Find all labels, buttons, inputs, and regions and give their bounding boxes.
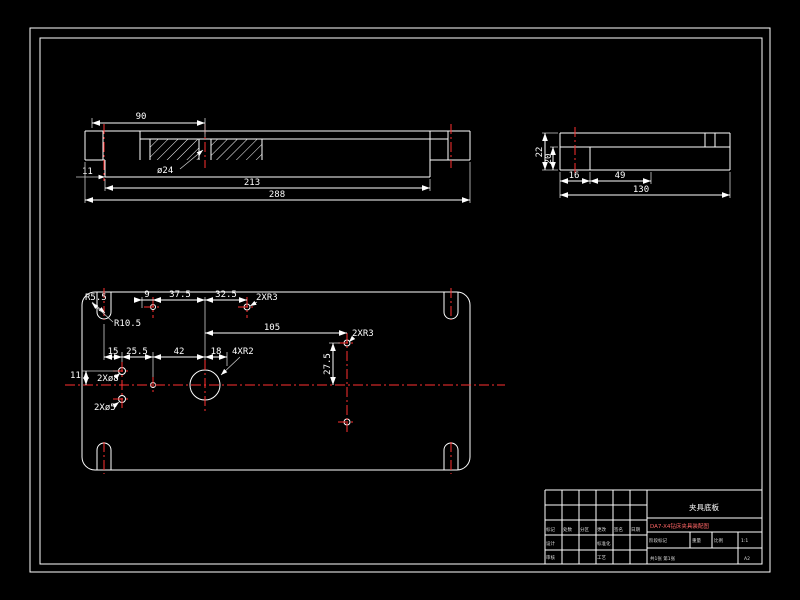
- dim-2x-dia8: 2Xø8: [97, 374, 119, 384]
- title-block-scale-value: 1:1: [741, 538, 748, 544]
- ext-lines-288: [84, 162, 471, 203]
- title-block-subtitle: DA7-X4钻床夹具装配图: [650, 522, 709, 530]
- title-block-design-label: 设计: [546, 540, 555, 547]
- leader-r10-5: [91, 302, 114, 323]
- dim-32-5: 32.5: [215, 290, 237, 300]
- leader-2x-dia5: [112, 401, 120, 408]
- plate-outline: [81, 291, 471, 471]
- dim-4xr2: 4XR2: [232, 347, 254, 357]
- leader-2x-dia8: [113, 372, 121, 380]
- leader-r5-5: [91, 301, 106, 314]
- front-view: 90 ø24 11 213 288: [76, 112, 471, 203]
- leader-2xr3-mid: [348, 335, 356, 343]
- title-block-scale-label: 比例: [714, 537, 723, 544]
- hatch-right: [211, 139, 262, 160]
- title-block-stage-label: 阶段标记: [649, 537, 667, 544]
- dim-18: 18: [211, 347, 222, 357]
- dim-9: 9: [144, 290, 149, 300]
- title-block-standard-label: 标准化: [597, 540, 611, 547]
- dim-25-5: 25.5: [126, 347, 148, 357]
- dim-2xr3-top: 2XR3: [256, 293, 278, 303]
- dim-11-front: 11: [82, 167, 93, 177]
- dim-hole-dia: ø24: [157, 166, 173, 176]
- dim-105: 105: [264, 323, 280, 333]
- dim-r5-5: R5.5: [85, 293, 107, 303]
- plan-centerlines: [65, 288, 505, 474]
- hatch-left: [150, 139, 199, 160]
- title-block-title: 夹具底板: [689, 502, 719, 512]
- title-block-sheet-info: 共1张 第1张: [650, 555, 676, 562]
- drawing-frame: [29, 27, 771, 573]
- ext-lines-213: [104, 179, 431, 191]
- dim-288: 288: [269, 190, 285, 200]
- title-block-col-label-3: 分区: [580, 526, 589, 533]
- ext-lines-90: [91, 118, 206, 137]
- title-block-weight-label: 重量: [692, 537, 701, 544]
- dim-22: 22: [535, 147, 545, 158]
- side-view-outline: [559, 132, 731, 171]
- dim-2xr3-mid: 2XR3: [352, 329, 374, 339]
- leader-hole-dia: [179, 149, 204, 170]
- ext-lines-16-49-130: [559, 172, 731, 198]
- title-block-sheet-size: A2: [744, 556, 750, 562]
- leader-4xr2: [220, 356, 241, 376]
- dim-37-5: 37.5: [169, 290, 191, 300]
- title-block: 夹具底板 DA7-X4钻床夹具装配图 标记 处数 分区 更改 签名 日期 设计 …: [544, 489, 763, 565]
- dim-2x-dia5: 2Xø5: [94, 403, 116, 413]
- drawing-frame-outer: [29, 27, 771, 573]
- front-view-outline: [84, 130, 471, 178]
- title-block-col-label-2: 处数: [563, 526, 572, 533]
- dim-20: 20: [544, 154, 554, 165]
- title-block-col-label-1: 标记: [546, 526, 555, 533]
- dim-90: 90: [136, 112, 147, 122]
- side-view: 22 20 16 49 130: [535, 127, 731, 198]
- dim-27-5: 27.5: [323, 353, 333, 375]
- dim-15: 15: [108, 347, 119, 357]
- dim-r10-5: R10.5: [114, 319, 141, 329]
- leader-2xr3-top: [249, 300, 258, 307]
- title-block-grid: [544, 489, 763, 565]
- dim-11-plan: 11: [70, 371, 81, 381]
- title-block-col-label-4: 更改: [597, 526, 606, 533]
- dim-16: 16: [569, 171, 580, 181]
- plan-view: 9 37.5 32.5 2XR3 R5.5 R10.5 105 2XR3 27.…: [65, 288, 505, 474]
- drawing-frame-inner: [39, 37, 763, 565]
- title-block-col-label-6: 日期: [631, 527, 640, 533]
- title-block-check-label: 审核: [546, 554, 555, 561]
- dim-130: 130: [633, 185, 649, 195]
- title-block-process-label: 工艺: [597, 555, 606, 561]
- dim-49: 49: [615, 171, 626, 181]
- title-block-col-label-5: 签名: [614, 526, 623, 533]
- dim-213: 213: [244, 178, 260, 188]
- dim-42: 42: [174, 347, 185, 357]
